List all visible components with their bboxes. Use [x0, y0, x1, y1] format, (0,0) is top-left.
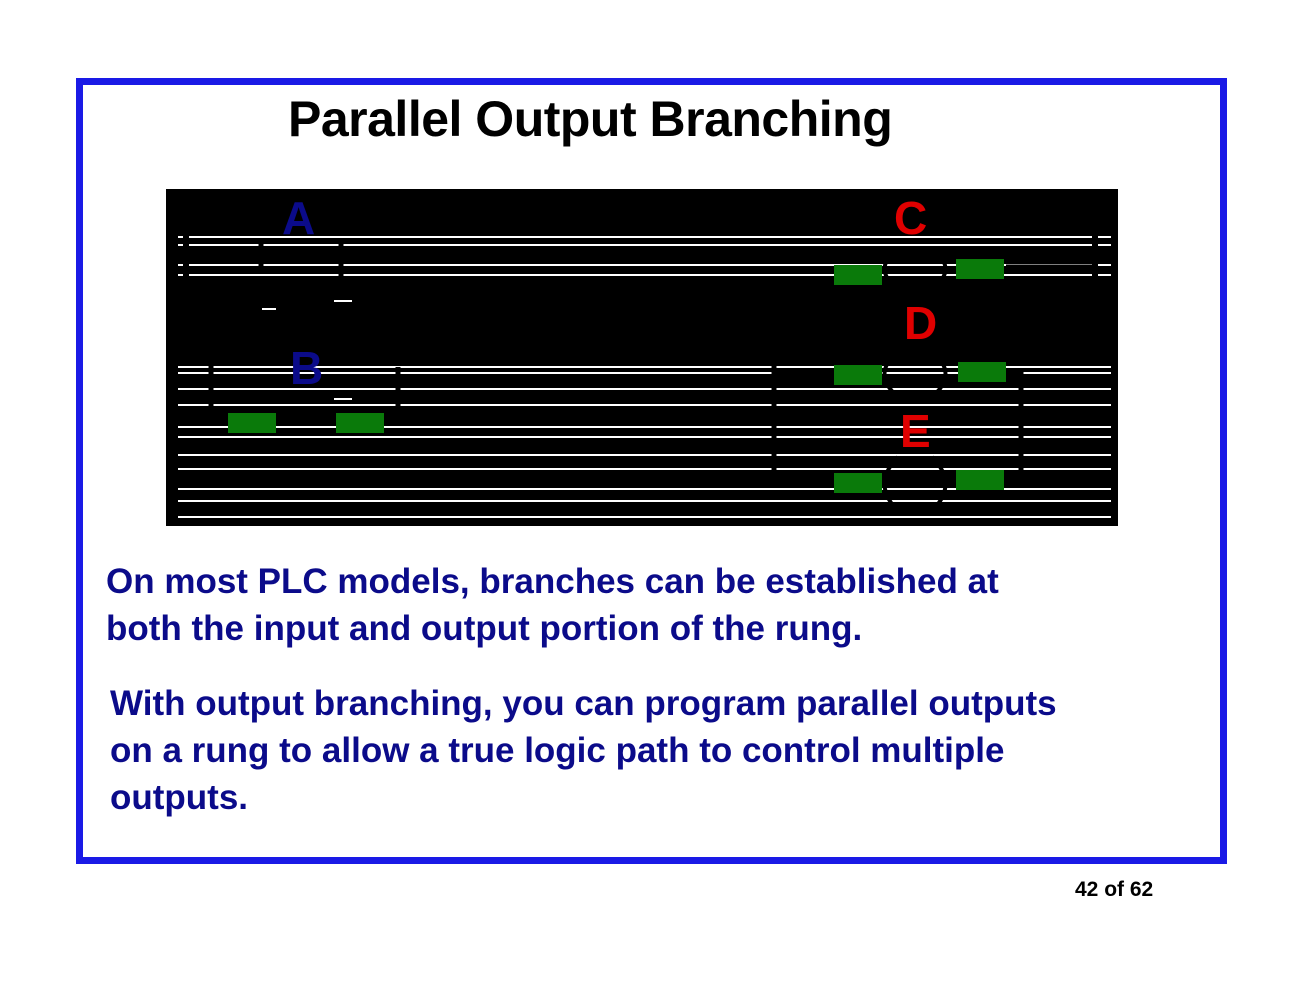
contact-e-left	[834, 473, 882, 493]
contact-b-left	[228, 413, 276, 433]
contact-d-left	[834, 365, 882, 385]
output-branch	[771, 264, 1095, 484]
label-b: B	[290, 342, 323, 394]
contact-e-right	[956, 470, 1004, 490]
paragraph1-line2: both the input and output portion of the…	[106, 609, 863, 648]
contact-b-right	[336, 413, 384, 433]
input-branch	[186, 238, 401, 424]
output-contacts	[834, 259, 1006, 493]
contact-c-left	[834, 265, 882, 285]
paragraph2-line2: on a rung to allow a true logic path to …	[110, 731, 1005, 770]
output-coils	[882, 247, 948, 513]
slide-frame	[76, 78, 1227, 864]
slide-title: Parallel Output Branching	[288, 91, 893, 147]
label-e: E	[900, 405, 931, 457]
page-number: 42 of 62	[1075, 878, 1154, 901]
label-d: D	[904, 297, 937, 349]
paragraph-branches-intro: On most PLC models, branches can be esta…	[106, 558, 999, 652]
paragraph2-line1: With output branching, you can program p…	[110, 684, 1057, 723]
contact-c-right	[956, 259, 1004, 279]
rung-lines	[178, 236, 1111, 518]
paragraph1-line1: On most PLC models, branches can be esta…	[106, 562, 999, 601]
label-a: A	[282, 192, 315, 244]
input-contacts	[228, 413, 384, 433]
label-c: C	[894, 192, 927, 244]
paragraph2-line3: outputs.	[110, 778, 249, 817]
ladder-diagram: A B C D E	[166, 189, 1118, 526]
paragraph-output-branching: With output branching, you can program p…	[110, 680, 1057, 821]
contact-d-right	[958, 362, 1006, 382]
